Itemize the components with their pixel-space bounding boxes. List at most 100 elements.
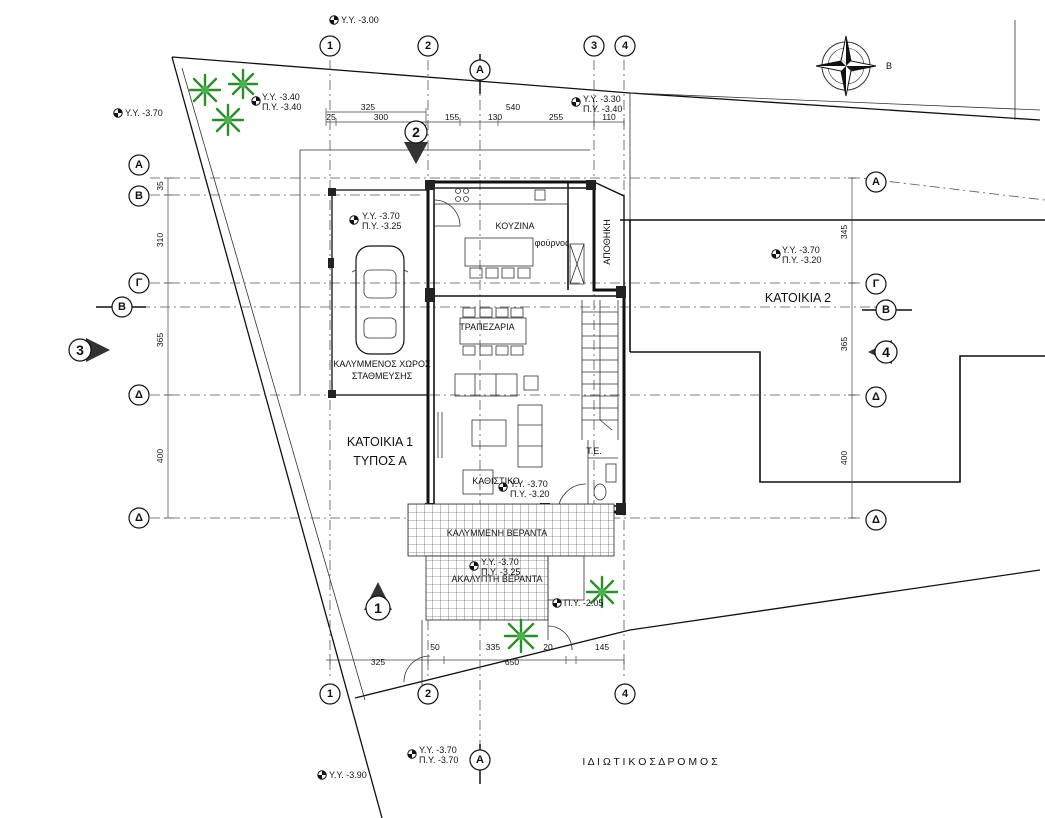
svg-text:Α: Α [872, 176, 880, 188]
tree-icon [585, 575, 619, 609]
section-marks: Α Α Β Β [96, 54, 912, 784]
view-mark-4: 4 [868, 340, 898, 364]
svg-text:540: 540 [506, 102, 520, 112]
svg-text:335: 335 [486, 642, 500, 652]
grid-bubble-g-left: Γ [128, 272, 150, 294]
tree-icon [211, 103, 245, 137]
staircase [581, 300, 619, 440]
svg-text:Β: Β [118, 301, 126, 313]
svg-text:310: 310 [155, 233, 165, 247]
svg-text:300: 300 [374, 112, 388, 122]
level-tl-py: Π.Υ. -3.40 [262, 102, 301, 112]
grid-bubble-g-right: Γ [865, 273, 887, 295]
view-mark-1: 1 [364, 582, 392, 621]
svg-text:Δ: Δ [135, 389, 143, 401]
svg-text:Δ: Δ [135, 512, 143, 524]
grid-bubble-1-top: 1 [319, 35, 341, 57]
svg-text:145: 145 [595, 642, 609, 652]
svg-text:Β: Β [882, 304, 890, 316]
svg-text:400: 400 [839, 451, 849, 465]
kitchen-label: ΚΟΥΖΙΝΑ [496, 221, 535, 231]
svg-text:20: 20 [543, 642, 553, 652]
tree-icon [503, 618, 539, 654]
grid-column-bubbles: 1 2 3 4 1 2 4 [319, 35, 636, 705]
level-veranda-py: Π.Υ. -3.25 [481, 567, 520, 577]
svg-text:2: 2 [425, 688, 431, 700]
wc-label: Τ.Ε. [586, 446, 602, 456]
level-tr-yy: Υ.Υ. -3.30 [583, 94, 621, 104]
svg-text:Γ: Γ [873, 278, 880, 290]
wc-fixtures [587, 440, 618, 506]
grid-bubble-4-bottom: 4 [614, 683, 636, 705]
grid-bubble-d1-left: Δ [128, 384, 150, 406]
svg-text:Δ: Δ [872, 514, 880, 526]
svg-text:3: 3 [591, 40, 597, 52]
section-a-bottom: Α [469, 744, 491, 784]
svg-text:1: 1 [327, 40, 333, 52]
grid-bubble-3-top: 3 [583, 35, 605, 57]
section-a-top: Α [469, 54, 491, 94]
level-bottom-yy: Υ.Υ. -3.70 [419, 745, 457, 755]
level-top-col1: Υ.Υ. -3.00 [341, 15, 379, 25]
dimension-texts: 325 25 300 155 130 540 255 110 35 310 36… [155, 102, 849, 667]
level-bottom-left: Υ.Υ. -3.90 [329, 770, 367, 780]
svg-text:255: 255 [549, 112, 563, 122]
svg-text:365: 365 [839, 337, 849, 351]
svg-text:Γ: Γ [136, 277, 143, 289]
svg-text:325: 325 [361, 102, 375, 112]
parking-label-1: ΚΑΛΥΜΜΕΝΟΣ ΧΩΡΟΣ [333, 359, 431, 369]
grid-bubble-1-bottom: 1 [319, 683, 341, 705]
verandas [403, 503, 615, 700]
view-mark-3: 3 [68, 338, 110, 362]
grid-row-bubbles: Α Β Γ Δ Δ Α Γ Δ Δ [128, 154, 887, 531]
svg-text:650: 650 [505, 657, 519, 667]
view-mark-2: 2 [404, 120, 428, 164]
svg-text:1: 1 [374, 600, 382, 616]
grid-bubble-d1-right: Δ [865, 386, 887, 408]
svg-text:4: 4 [882, 344, 890, 360]
grid-bubble-4-top: 4 [614, 35, 636, 57]
dining-set [459, 307, 527, 356]
compass-icon: B [815, 35, 892, 97]
plot-boundary [171, 20, 1041, 818]
svg-text:365: 365 [155, 333, 165, 347]
svg-text:Α: Α [135, 159, 143, 171]
neighbour-house [620, 219, 1045, 483]
svg-text:3: 3 [76, 342, 84, 358]
tree-icon [227, 68, 259, 100]
section-b-left: Β [96, 296, 146, 318]
grid-bubble-b-left: Β [128, 185, 150, 207]
level-h2-yy: Υ.Υ. -3.70 [782, 245, 820, 255]
tree-icons [188, 68, 619, 654]
room-labels: ΚΟΥΖΙΝΑ φούρνος ΑΠΟΘΗΚΗ ΤΡΑΠΕΖΑΡΙΑ ΚΑΘΙΣ… [333, 219, 612, 584]
parking-label-2: ΣΤΑΘΜΕΥΣΗΣ [352, 371, 413, 381]
house-1-type-label: ΤΥΠΟΣ Α [353, 454, 407, 468]
level-left: Υ.Υ. -3.70 [125, 108, 163, 118]
compass-letter: B [886, 61, 892, 71]
svg-text:155: 155 [445, 112, 459, 122]
level-garden-py: Π.Υ. -2.05 [564, 598, 603, 608]
svg-text:1: 1 [327, 688, 333, 700]
svg-text:25: 25 [326, 112, 336, 122]
covered-parking [299, 149, 590, 398]
road-label: Ι Δ Ι Ω Τ Ι Κ Ο Σ Δ Ρ Ο Μ Ο Σ [582, 756, 718, 768]
open-veranda-label: ΑΚΑΛΥΠΤΗ ΒΕΡΑΝΤΑ [451, 574, 542, 584]
svg-text:110: 110 [602, 112, 616, 122]
grid-bubble-d2-right: Δ [865, 509, 887, 531]
level-markers: Υ.Υ. -3.00 Υ.Υ. -3.70 Υ.Υ. -3.40 Π.Υ. -3… [113, 15, 821, 780]
dimension-lines [164, 108, 856, 664]
svg-text:325: 325 [371, 657, 385, 667]
level-veranda-yy: Υ.Υ. -3.70 [481, 557, 519, 567]
svg-text:35: 35 [155, 181, 165, 191]
level-h2-py: Π.Υ. -3.20 [782, 255, 821, 265]
svg-text:2: 2 [425, 40, 431, 52]
living-furniture [437, 373, 543, 495]
svg-text:345: 345 [839, 225, 849, 239]
svg-text:4: 4 [622, 688, 629, 700]
covered-veranda-label: ΚΑΛΥΜΜΕΝΗ ΒΕΡΑΝΤΑ [447, 528, 548, 538]
svg-text:130: 130 [488, 112, 502, 122]
level-park-yy: Υ.Υ. -3.70 [362, 211, 400, 221]
section-b-right: Β [862, 299, 912, 321]
storage-label: ΑΠΟΘΗΚΗ [602, 219, 612, 265]
